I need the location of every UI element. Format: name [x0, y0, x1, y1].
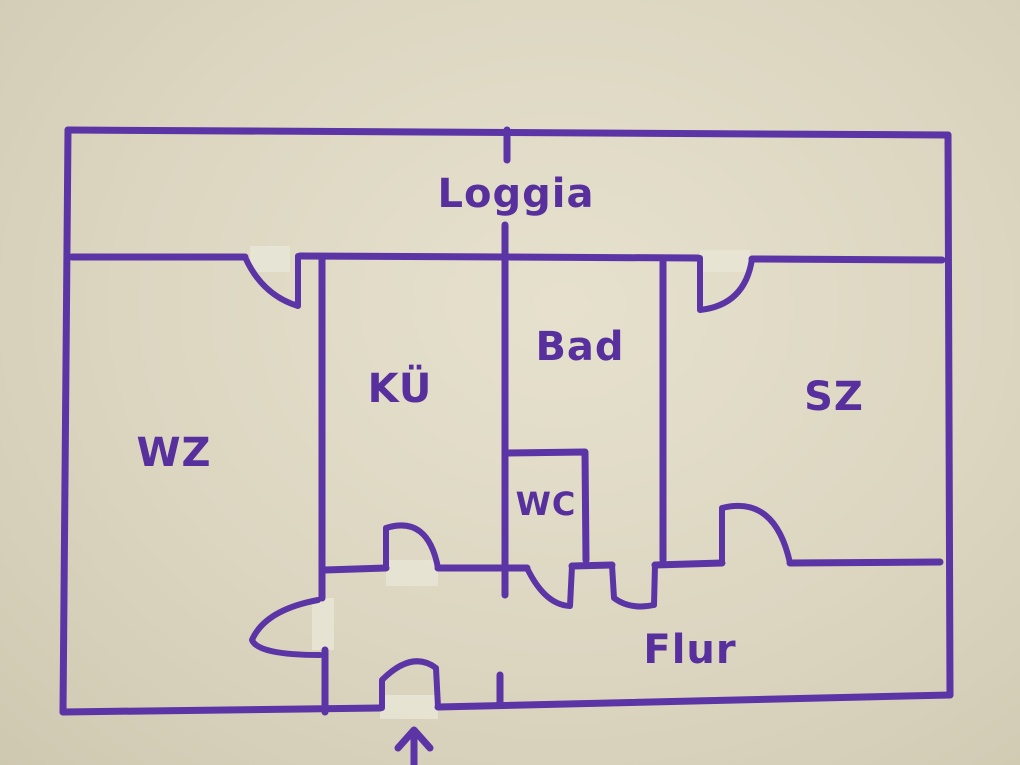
label-wz: WZ	[136, 430, 211, 476]
tape-mark	[312, 598, 334, 650]
label-flur: Flur	[643, 627, 736, 673]
entrance-arrow-icon	[394, 726, 434, 765]
label-sz: SZ	[804, 374, 864, 420]
tape-mark	[250, 246, 290, 272]
door-arc-sz-loggia	[697, 255, 755, 313]
outer-wall-right	[944, 131, 954, 699]
door-arc-kue	[383, 522, 441, 571]
label-wc: WC	[516, 485, 577, 523]
door-arc-wz-flur	[249, 597, 323, 658]
door-arc-wc	[524, 563, 575, 609]
tape-mark	[386, 560, 438, 586]
outer-wall-left	[59, 126, 72, 716]
door-arc-entrance	[379, 658, 441, 711]
loggia-wall-mid	[296, 252, 702, 262]
door-arc-wz-loggia	[242, 253, 301, 309]
label-loggia: Loggia	[438, 171, 595, 217]
wc-wall	[503, 448, 590, 564]
door-arc-bad	[609, 562, 658, 610]
flur-wall-top-bad	[568, 561, 616, 570]
label-kueche: KÜ	[368, 364, 433, 412]
tape-mark	[380, 695, 438, 719]
door-arc-sz	[719, 502, 793, 566]
flur-wall-top-right	[651, 559, 726, 569]
loggia-wall-right	[748, 255, 946, 264]
flur-wall-top-sz	[786, 558, 944, 567]
tape-mark	[700, 250, 750, 272]
outer-wall-bottom-left	[59, 704, 384, 716]
outer-wall-bottom-right	[434, 691, 954, 711]
label-bad: Bad	[535, 324, 624, 370]
flur-wall-top-left	[321, 564, 390, 574]
